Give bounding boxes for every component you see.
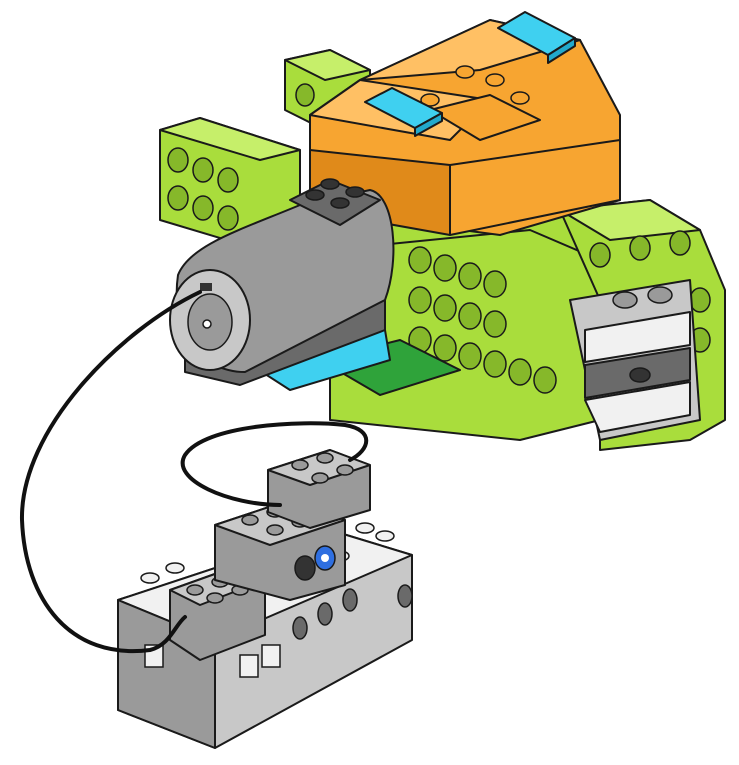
sensor-eye-left <box>294 555 316 581</box>
cyan-tiles <box>364 11 576 137</box>
jaw-mechanism <box>569 279 701 441</box>
sensor-cable <box>180 421 369 507</box>
motion-sensor <box>214 449 371 601</box>
connection-cable <box>19 290 202 654</box>
